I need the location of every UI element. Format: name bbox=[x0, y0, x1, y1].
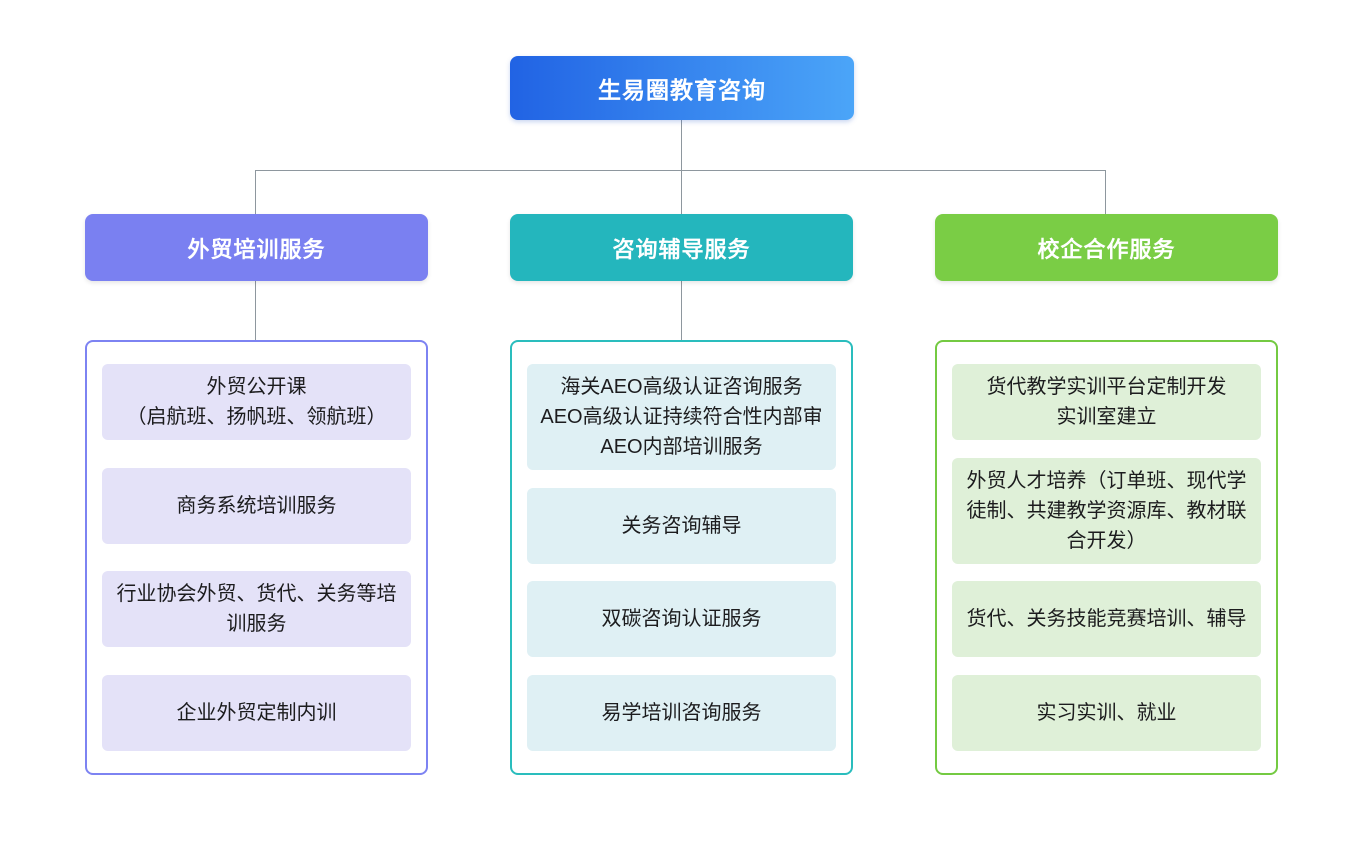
leaf-item: 易学培训咨询服务 bbox=[527, 674, 836, 751]
connector-root-stem bbox=[681, 120, 682, 170]
leaf-item: 实习实训、就业 bbox=[952, 674, 1261, 751]
connector-drop-branch3 bbox=[1105, 170, 1106, 214]
branch-header-label: 外贸培训服务 bbox=[187, 236, 326, 262]
connector-horizontal-bar bbox=[255, 170, 1106, 171]
branch-header-label: 校企合作服务 bbox=[1037, 236, 1176, 262]
leaf-item: 关务咨询辅导 bbox=[527, 487, 836, 564]
branch-list-foreign-trade-training: 外贸公开课 （启航班、扬帆班、领航班） 商务系统培训服务 行业协会外贸、货代、关… bbox=[85, 340, 428, 775]
connector-drop-branch1 bbox=[255, 170, 256, 214]
branch-header-consulting-coaching: 咨询辅导服务 bbox=[510, 214, 853, 281]
connector-drop-branch2 bbox=[681, 170, 682, 214]
branch-header-school-enterprise: 校企合作服务 bbox=[935, 214, 1278, 281]
branch-header-foreign-trade-training: 外贸培训服务 bbox=[85, 214, 428, 281]
connector-branch2-to-list bbox=[681, 281, 682, 340]
leaf-item: 外贸公开课 （启航班、扬帆班、领航班） bbox=[102, 364, 411, 440]
leaf-item: 海关AEO高级认证咨询服务 AEO高级认证持续符合性内部审 AEO内部培训服务 bbox=[527, 364, 836, 470]
root-node-label: 生易圈教育咨询 bbox=[598, 77, 766, 103]
leaf-item: 货代、关务技能竞赛培训、辅导 bbox=[952, 581, 1261, 658]
leaf-item: 行业协会外贸、货代、关务等培训服务 bbox=[102, 571, 411, 648]
root-node: 生易圈教育咨询 bbox=[510, 56, 854, 120]
leaf-item: 货代教学实训平台定制开发 实训室建立 bbox=[952, 364, 1261, 440]
connector-branch1-to-list bbox=[255, 281, 256, 340]
leaf-item: 商务系统培训服务 bbox=[102, 467, 411, 544]
leaf-item: 双碳咨询认证服务 bbox=[527, 581, 836, 658]
branch-list-consulting-coaching: 海关AEO高级认证咨询服务 AEO高级认证持续符合性内部审 AEO内部培训服务 … bbox=[510, 340, 853, 775]
branch-list-school-enterprise: 货代教学实训平台定制开发 实训室建立 外贸人才培养（订单班、现代学徒制、共建教学… bbox=[935, 340, 1278, 775]
branch-header-label: 咨询辅导服务 bbox=[612, 236, 751, 262]
leaf-item: 企业外贸定制内训 bbox=[102, 674, 411, 751]
leaf-item: 外贸人才培养（订单班、现代学徒制、共建教学资源库、教材联合开发） bbox=[952, 457, 1261, 564]
